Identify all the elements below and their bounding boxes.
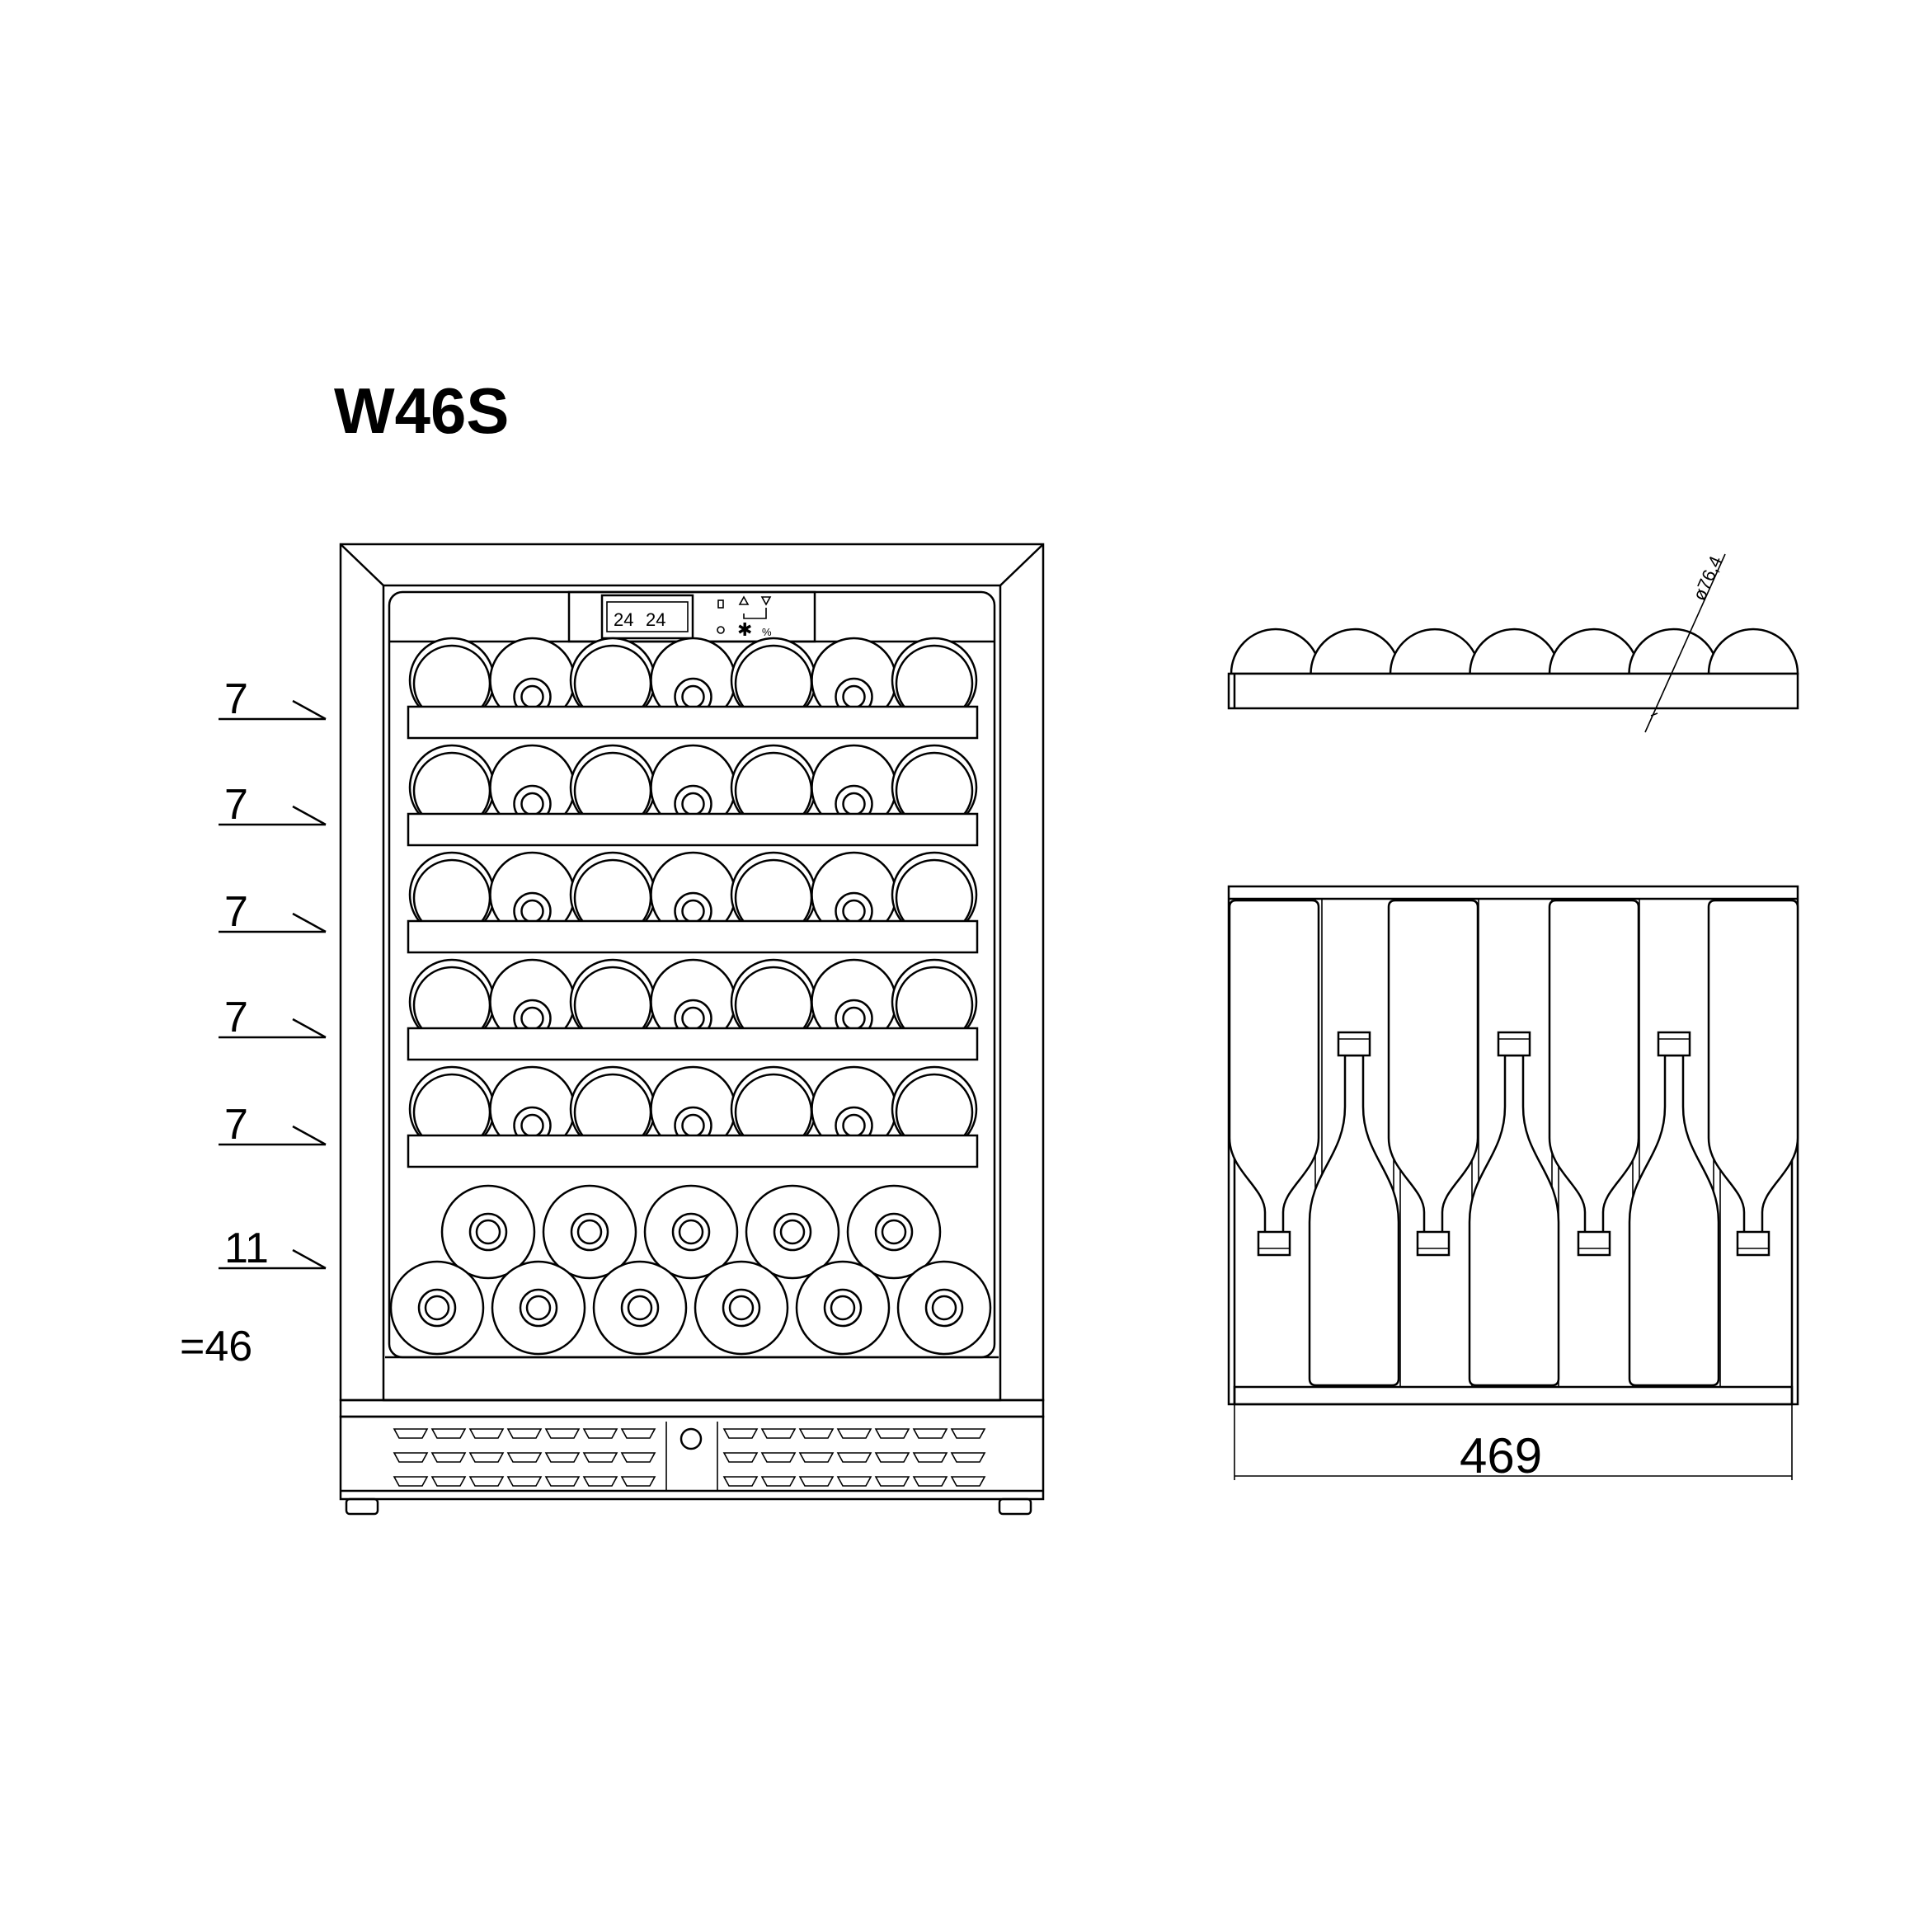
shelf-top-view: ø76,4 bbox=[1227, 552, 1799, 733]
shelf-capacity-labels: 7 7 7 7 7 11 bbox=[219, 675, 327, 1272]
shelf-rail bbox=[407, 919, 979, 954]
shelf-rail bbox=[407, 1027, 979, 1061]
shelf-rail bbox=[407, 705, 979, 740]
front-view: 24 24 ✱ % 7 7 7 7 7 11 =46 bbox=[180, 543, 1045, 1516]
bottle-top-6 bbox=[1628, 628, 1719, 675]
bottle-top-4 bbox=[1469, 628, 1560, 675]
display-screen bbox=[600, 594, 694, 640]
left-foot bbox=[345, 1497, 379, 1516]
lock-icon bbox=[680, 1427, 703, 1450]
shelf-side-view: 469 bbox=[1227, 885, 1799, 1483]
shelf-top-board bbox=[1227, 672, 1799, 710]
shelf-rail bbox=[407, 812, 979, 847]
up-arrow-icon bbox=[738, 595, 750, 605]
bottle-top-3 bbox=[1389, 628, 1481, 675]
diameter-label: ø76,4 bbox=[1689, 552, 1727, 604]
bottle-neck-down-4 bbox=[1707, 899, 1799, 1257]
bottle-top-7 bbox=[1707, 628, 1799, 675]
diameter-dimension-line bbox=[1644, 553, 1726, 733]
fan-icon: % bbox=[762, 626, 772, 638]
bottom-bottle-rack bbox=[389, 1184, 992, 1356]
down-arrow-icon bbox=[760, 596, 772, 606]
display-readout-left: 24 bbox=[614, 609, 633, 630]
kick-plate bbox=[339, 1398, 1045, 1418]
shelf-rail bbox=[407, 1134, 979, 1168]
bottle-neck-up-2 bbox=[1468, 1031, 1560, 1387]
bottle-neck-down-1 bbox=[1228, 899, 1320, 1257]
shelf-4 bbox=[407, 958, 979, 1061]
model-title: W46S bbox=[334, 374, 509, 447]
ventilation-grille bbox=[393, 1428, 986, 1487]
light-icon bbox=[717, 599, 724, 609]
bottle-top-2 bbox=[1310, 628, 1401, 675]
bottle-neck-down-2 bbox=[1387, 899, 1479, 1257]
shelf-count-3: 7 bbox=[224, 888, 248, 936]
bottle-top-5 bbox=[1548, 628, 1640, 675]
bottle-neck-down-3 bbox=[1548, 899, 1640, 1257]
shelf-count-4: 7 bbox=[224, 994, 248, 1041]
wine-shelves bbox=[407, 637, 979, 1168]
total-capacity-label: =46 bbox=[180, 1323, 252, 1370]
shelf-count-2: 7 bbox=[224, 781, 248, 829]
shelf-5 bbox=[407, 1065, 979, 1168]
shelf-3 bbox=[407, 851, 979, 954]
shelf-2 bbox=[407, 744, 979, 847]
snowflake-icon: ✱ bbox=[737, 619, 752, 640]
shelf-count-1: 7 bbox=[224, 675, 248, 723]
power-icon bbox=[717, 626, 725, 634]
display-readout-right: 24 bbox=[646, 609, 665, 630]
shelf-1 bbox=[407, 637, 979, 740]
shelf-count-5: 7 bbox=[224, 1101, 248, 1149]
width-label: 469 bbox=[1460, 1428, 1542, 1483]
right-foot bbox=[998, 1497, 1032, 1516]
bottle-neck-up-1 bbox=[1308, 1031, 1400, 1387]
bottle-top-1 bbox=[1230, 628, 1322, 675]
bottle-neck-up-3 bbox=[1628, 1031, 1720, 1387]
shelf-count-6: 11 bbox=[224, 1225, 269, 1272]
